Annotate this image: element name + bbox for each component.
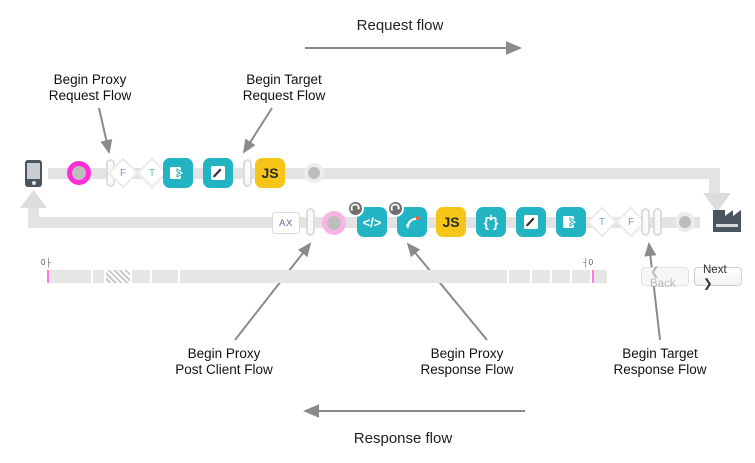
condition-false-label-r1: F — [119, 168, 127, 179]
js-label-r2: JS — [442, 214, 460, 230]
timeline-divider — [150, 270, 152, 283]
js-label-r1: JS — [261, 165, 279, 181]
timeline-divider — [178, 270, 180, 283]
share-arrow-icon — [563, 216, 579, 228]
timeline-divider — [570, 270, 572, 283]
route-arrow-icon — [405, 215, 420, 229]
timeline-divider — [130, 270, 132, 283]
phone-home-button — [31, 180, 36, 185]
next-button[interactable]: Next ❯ — [694, 264, 742, 290]
json-braces-icon: { } — [484, 214, 499, 230]
condition-true-label-r2: T — [598, 217, 606, 228]
condition-false-label-r2: F — [627, 217, 635, 228]
timeline-tick-end — [592, 270, 594, 283]
flow-separator-r1-b[interactable] — [243, 159, 252, 187]
timeline-divider — [590, 270, 592, 283]
flow-separator-r2-c[interactable] — [653, 208, 662, 236]
callout-begin-proxy-post-client: Begin Proxy Post Client Flow — [175, 346, 273, 377]
timeline-hatched-segment — [106, 270, 130, 283]
timeline-divider — [610, 270, 612, 283]
timeline-divider — [507, 270, 509, 283]
svg-text:{ }: { } — [484, 214, 499, 230]
pencil-icon — [524, 215, 538, 229]
policy-assign-message-r1[interactable] — [203, 158, 233, 188]
callout-begin-target-response: Begin Target Response Flow — [613, 346, 707, 377]
timeline-scrubber[interactable] — [47, 270, 612, 283]
timeline-divider — [104, 270, 106, 283]
policy-javascript-r1[interactable]: JS — [255, 158, 285, 188]
condition-true-label-r1: T — [148, 168, 156, 179]
policy-assign-message-r2[interactable] — [516, 207, 546, 237]
flow-hook-begin-proxy-request[interactable] — [67, 161, 91, 185]
timeline-end-bracket: ┤0 — [583, 258, 594, 267]
callout-begin-proxy-response: Begin Proxy Response Flow — [420, 346, 514, 377]
refresh-arrow-glyph — [350, 203, 360, 211]
pencil-icon — [211, 166, 225, 180]
callout-begin-target-request: Begin Target Request Flow — [242, 72, 326, 103]
phone-screen — [27, 163, 40, 179]
response-flow-title: Response flow — [353, 430, 453, 447]
back-button[interactable]: ❮ Back — [641, 266, 689, 290]
policy-javascript-r2[interactable]: JS — [436, 207, 466, 237]
policy-service-callout-r2[interactable] — [556, 207, 586, 237]
timeline-divider — [91, 270, 93, 283]
policy-service-callout-r1[interactable] — [163, 158, 193, 188]
request-flow-title: Request flow — [356, 17, 444, 34]
flow-endpoint-dot-r1[interactable] — [304, 163, 324, 183]
refresh-badge-icon-2 — [387, 200, 404, 217]
share-arrow-icon — [170, 167, 186, 179]
timeline-divider — [530, 270, 532, 283]
response-flow-rail-elbow — [28, 205, 39, 228]
flow-hook-begin-proxy-post-client[interactable] — [322, 211, 346, 235]
flow-endpoint-dot-r2[interactable] — [675, 212, 695, 232]
request-flow-rail-elbow — [709, 168, 720, 196]
timeline-tick-start — [47, 270, 49, 283]
timeline-divider — [550, 270, 552, 283]
refresh-arrow-glyph — [390, 203, 400, 211]
refresh-badge-icon-1 — [347, 200, 364, 217]
policy-json-threat-protection[interactable]: { } — [476, 207, 506, 237]
request-flow-rail — [48, 168, 720, 179]
timeline-start-bracket: 0├ — [41, 258, 52, 267]
mobile-phone-icon — [25, 160, 42, 187]
callout-begin-proxy-request: Begin Proxy Request Flow — [48, 72, 132, 103]
flow-separator-r2-a[interactable] — [306, 208, 315, 236]
code-tags-icon: </> — [362, 214, 382, 230]
policy-analytics-ax[interactable]: AX — [272, 212, 300, 234]
flow-separator-r2-b[interactable] — [641, 208, 650, 236]
